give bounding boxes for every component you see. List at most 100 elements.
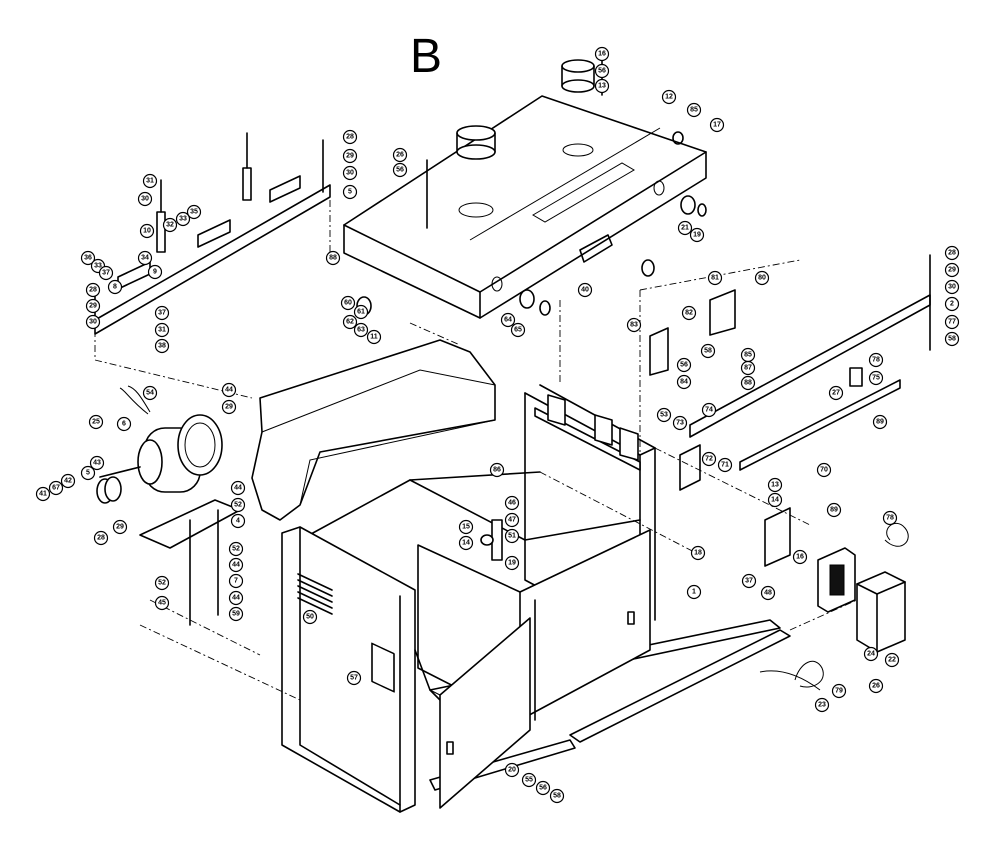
part-callout-73: 73 (672, 415, 688, 431)
part-callout-44: 44 (228, 557, 244, 573)
part-callout-20: 20 (504, 762, 520, 778)
part-callout-59: 59 (228, 606, 244, 622)
part-number-label: 17 (713, 122, 721, 129)
front-door (414, 617, 531, 809)
part-callout-4: 4 (230, 513, 246, 529)
part-callout-5: 5 (342, 184, 358, 200)
part-callout-28: 28 (944, 245, 960, 261)
part-callout-84: 84 (676, 374, 692, 390)
part-callout-15: 15 (458, 519, 474, 535)
callout-layer: 1656131285172829305265631303235331036333… (35, 46, 960, 804)
electrical-components (679, 444, 909, 691)
part-number-label: 29 (346, 153, 354, 160)
part-number-label: 75 (872, 375, 880, 382)
motor (96, 385, 241, 626)
part-number-label: 44 (225, 387, 233, 394)
belt-guard (251, 339, 496, 521)
part-number-label: 64 (504, 317, 512, 324)
part-number-label: 87 (744, 365, 752, 372)
part-callout-29: 29 (112, 519, 128, 535)
part-number-label: 38 (158, 343, 166, 350)
part-callout-28: 28 (93, 530, 109, 546)
part-callout-28: 28 (342, 129, 358, 145)
part-number-label: 34 (141, 255, 149, 262)
part-callout-88: 88 (740, 375, 756, 391)
part-number-label: 47 (508, 517, 516, 524)
part-callout-37: 37 (98, 265, 114, 281)
part-number-label: 22 (888, 657, 896, 664)
part-callout-61: 61 (353, 304, 369, 320)
part-number-label: 30 (346, 170, 354, 177)
part-number-label: 1 (692, 589, 696, 596)
part-number-label: 27 (832, 390, 840, 397)
part-number-label: 19 (508, 560, 516, 567)
part-number-label: 35 (190, 209, 198, 216)
part-callout-30: 30 (944, 279, 960, 295)
part-number-label: 43 (93, 460, 101, 467)
part-callout-44: 44 (221, 382, 237, 398)
part-callout-29: 29 (221, 399, 237, 415)
part-callout-27: 27 (828, 385, 844, 401)
part-number-label: 70 (820, 467, 828, 474)
part-number-label: 53 (660, 412, 668, 419)
part-number-label: 28 (346, 134, 354, 141)
part-number-label: 56 (396, 167, 404, 174)
part-number-label: 5 (86, 470, 90, 477)
part-callout-28: 28 (85, 282, 101, 298)
part-number-label: 84 (680, 379, 688, 386)
vent-louvers (297, 573, 333, 615)
part-number-label: 85 (690, 107, 698, 114)
section-title: B (410, 30, 442, 83)
part-callout-70: 70 (816, 462, 832, 478)
part-callout-52: 52 (230, 497, 246, 513)
part-number-label: 31 (158, 327, 166, 334)
part-callout-24: 24 (863, 646, 879, 662)
part-callout-85: 85 (686, 102, 702, 118)
part-callout-56: 56 (594, 63, 610, 79)
part-number-label: 50 (306, 614, 314, 621)
part-callout-16: 16 (792, 549, 808, 565)
part-number-label: 62 (346, 319, 354, 326)
part-callout-38: 38 (154, 338, 170, 354)
part-callout-78: 78 (882, 510, 898, 526)
part-number-label: 45 (158, 600, 166, 607)
part-number-label: 88 (329, 255, 337, 262)
part-number-label: 85 (744, 352, 752, 359)
part-callout-8: 8 (107, 279, 123, 295)
part-callout-46: 46 (504, 495, 520, 511)
part-number-label: 13 (598, 83, 606, 90)
part-callout-72: 72 (701, 451, 717, 467)
part-number-label: 11 (370, 334, 378, 341)
part-number-label: 36 (84, 255, 92, 262)
part-callout-52: 52 (154, 575, 170, 591)
part-callout-29: 29 (342, 148, 358, 164)
part-number-label: 54 (146, 390, 154, 397)
part-number-label: 42 (64, 478, 72, 485)
part-number-label: 29 (89, 303, 97, 310)
part-number-label: 29 (948, 267, 956, 274)
part-number-label: 5 (348, 189, 352, 196)
part-number-label: 10 (143, 228, 151, 235)
top-left-rail (91, 132, 331, 335)
part-callout-42: 42 (60, 473, 76, 489)
part-callout-56: 56 (535, 780, 551, 796)
part-callout-51: 51 (504, 528, 520, 544)
part-callout-44: 44 (228, 590, 244, 606)
front-side-panel (281, 526, 416, 813)
part-callout-79: 79 (831, 683, 847, 699)
part-callout-43: 43 (89, 455, 105, 471)
part-number-label: 20 (508, 767, 516, 774)
part-callout-87: 87 (740, 360, 756, 376)
part-callout-65: 65 (510, 322, 526, 338)
part-number-label: 25 (92, 419, 100, 426)
part-callout-1: 1 (686, 584, 702, 600)
part-callout-85: 85 (740, 347, 756, 363)
part-callout-41: 41 (35, 486, 51, 502)
part-callout-77: 77 (944, 314, 960, 330)
part-callout-52: 52 (228, 541, 244, 557)
part-callout-62: 62 (342, 314, 358, 330)
part-callout-88: 88 (325, 250, 341, 266)
part-number-label: 59 (232, 611, 240, 618)
part-number-label: 77 (948, 319, 956, 326)
part-number-label: 7 (234, 578, 238, 585)
